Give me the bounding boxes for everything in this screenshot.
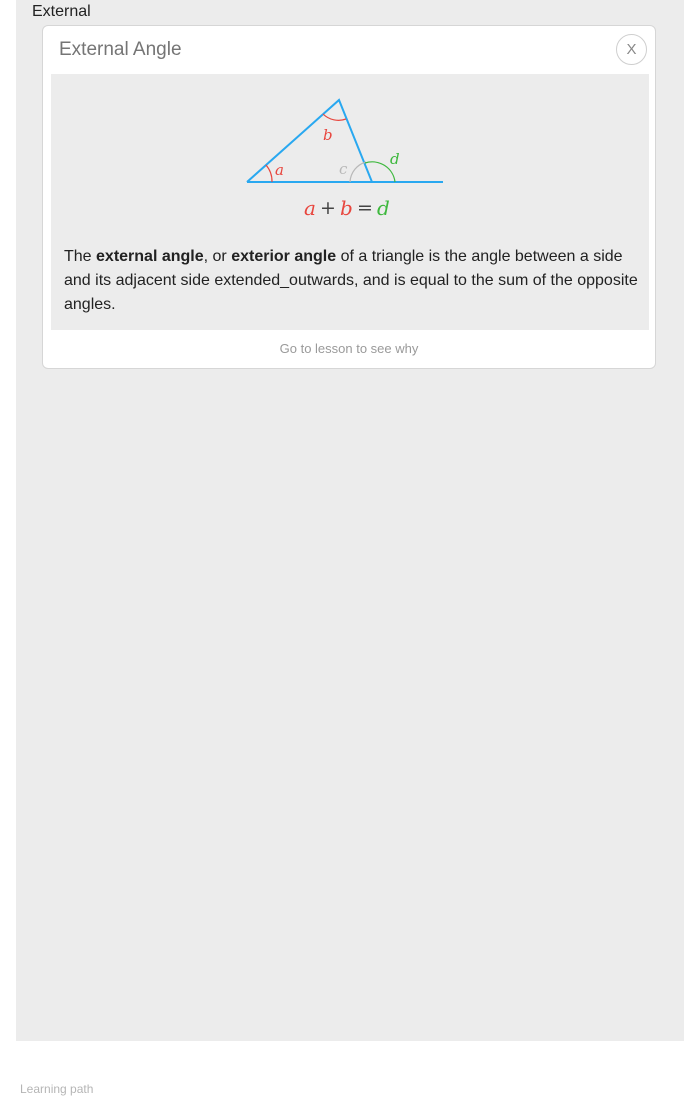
definition-text: The external angle, or exterior angle of… — [64, 245, 642, 317]
definition-part-2: , or — [203, 248, 232, 265]
angle-c-label: c — [339, 160, 348, 178]
card-content: a b c d a + b = d The external angle, or… — [51, 74, 649, 330]
equation-equals: = — [357, 197, 373, 219]
learning-path-link[interactable]: Learning path — [20, 1082, 94, 1096]
angle-d-label: d — [390, 150, 400, 168]
angle-a-arc — [265, 164, 273, 183]
angle-b-label: b — [323, 126, 333, 144]
angle-c-arc — [349, 161, 367, 183]
angle-a-label: a — [275, 161, 284, 179]
equation-b: b — [340, 196, 353, 220]
triangle-diagram: a b c d a + b = d — [246, 98, 443, 220]
term-external-angle: external angle — [96, 248, 204, 265]
angle-b-arc — [322, 113, 347, 121]
definition-part-3: of a triangle is the angle between a sid… — [64, 248, 638, 313]
angle-d-arc — [364, 161, 396, 183]
equation-d: d — [377, 196, 390, 220]
equation-a: a — [304, 196, 316, 220]
external-angle-card: External Angle X a b c d a + b = d The e… — [42, 25, 656, 369]
page-title: External — [32, 3, 91, 20]
equation-plus: + — [320, 197, 336, 219]
close-button[interactable]: X — [616, 34, 647, 65]
term-exterior-angle: exterior angle — [231, 248, 337, 265]
triangle-left-side — [246, 98, 373, 183]
go-to-lesson-link[interactable]: Go to lesson to see why — [279, 341, 419, 356]
definition-part-1: The — [64, 248, 97, 265]
card-title: External Angle — [59, 39, 182, 60]
